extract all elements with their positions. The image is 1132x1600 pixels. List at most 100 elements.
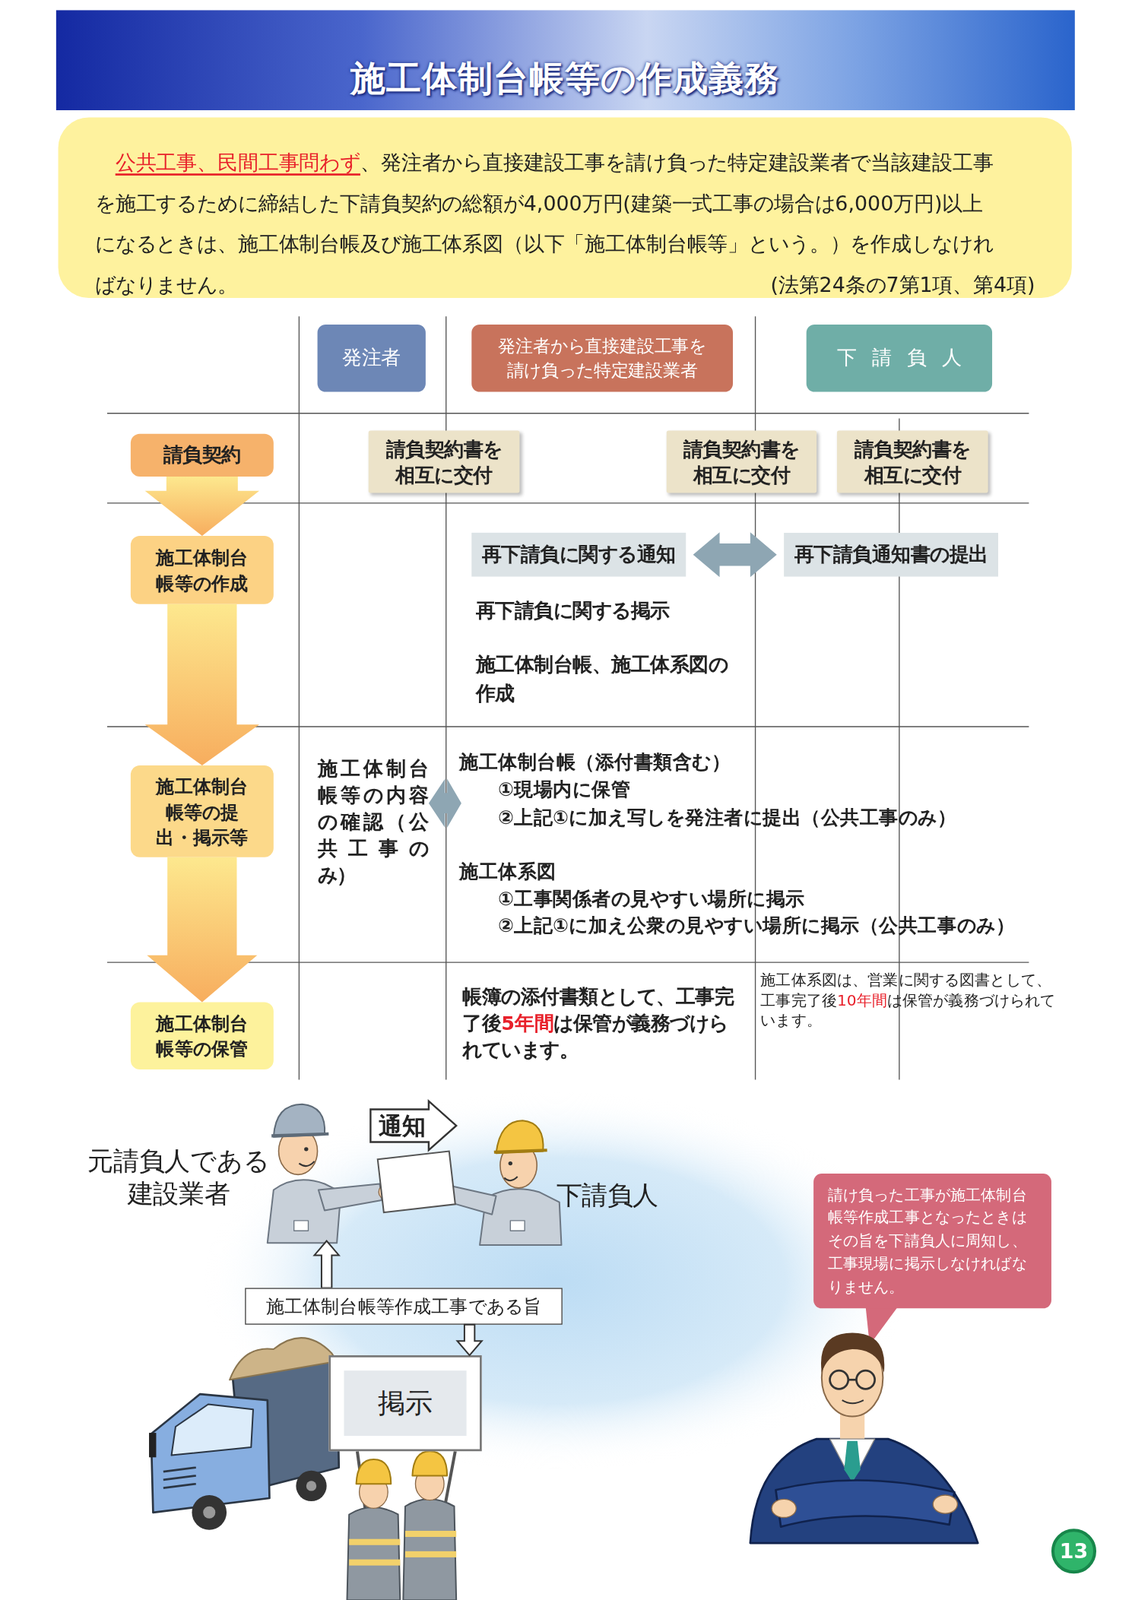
advisor-figure-part bbox=[843, 1441, 860, 1483]
subcontractor-figure-part bbox=[496, 1120, 544, 1154]
label-text: 再下請負に関する掲示 bbox=[475, 598, 744, 625]
flow-arrow bbox=[693, 532, 777, 578]
sign-carriers-part bbox=[412, 1451, 448, 1476]
column-header: 発注者から直接建設工事を請け負った特定建設業者 bbox=[471, 324, 733, 393]
dump-truck-part bbox=[163, 1475, 197, 1480]
notice-arrow: 通知 bbox=[369, 1100, 457, 1152]
contractor-figure-part bbox=[318, 1183, 382, 1211]
advisor-figure-part bbox=[842, 1400, 864, 1404]
sign-carriers-part bbox=[348, 1560, 400, 1567]
node-text: 再下請負通知書の提出 bbox=[794, 541, 989, 568]
node-text: 掲示 bbox=[343, 1370, 467, 1437]
node-text: 13 bbox=[1059, 1539, 1088, 1564]
table-grid-part bbox=[298, 316, 300, 1080]
label-text: ②上記①に加え写しを発注者に提出（公共工事のみ） bbox=[497, 804, 957, 831]
table-grid-part bbox=[107, 502, 1029, 504]
column-header: 発注者 bbox=[317, 324, 426, 393]
node-text: 請負契約書を相互に交付 bbox=[851, 436, 974, 488]
table-grid bbox=[107, 316, 1029, 1080]
title-band: 施工体制台帳等の作成義務 bbox=[56, 9, 1075, 111]
sign-carriers-part bbox=[402, 1499, 457, 1600]
table-grid-part bbox=[107, 961, 1029, 963]
dump-truck-part bbox=[202, 1506, 216, 1519]
label-text: ①現場内に保管 bbox=[497, 776, 631, 803]
node-text: 発注者から直接建設工事を請け負った特定建設業者 bbox=[494, 333, 710, 383]
sign-carriers-part bbox=[405, 1551, 457, 1558]
step-box: 施工体制台帳等の作成 bbox=[130, 535, 274, 605]
node-text: 公共工事、民間工事問わず bbox=[115, 149, 361, 175]
subcontractor-figure-part bbox=[494, 1150, 548, 1153]
note-paragraph: 帳簿の添付書類として、工事完了後5年間は保管が義務づけられています。 bbox=[462, 982, 742, 1063]
label-text: 施工体制台帳等の内容の確認（公共工事のみ） bbox=[317, 755, 429, 889]
contractor-figure-part bbox=[304, 1147, 308, 1152]
dump-truck-part bbox=[163, 1483, 197, 1488]
dump-truck bbox=[149, 1338, 340, 1531]
node-text: 施工体制台帳等の作成 bbox=[151, 544, 254, 596]
advisor-figure bbox=[750, 1306, 978, 1544]
label-text: 施工体制台帳（添付書類含む） bbox=[459, 749, 731, 776]
contractor-figure-part bbox=[273, 1104, 325, 1138]
subcontractor-figure-part bbox=[510, 1220, 525, 1231]
advisor-figure-part bbox=[750, 1439, 978, 1544]
up-arrow-part bbox=[314, 1241, 340, 1289]
label-text: 元請負人である建設業者 bbox=[81, 1144, 276, 1211]
step-box: 請負契約 bbox=[130, 434, 274, 477]
subcontractor-figure-part bbox=[449, 1185, 497, 1215]
advisor-figure-part bbox=[821, 1333, 885, 1373]
subcontractor-figure bbox=[438, 1120, 562, 1246]
emphasis-text: 10年間 bbox=[837, 991, 888, 1010]
contract-box: 請負契約書を相互に交付 bbox=[666, 431, 817, 494]
flow-arrow bbox=[457, 1325, 482, 1356]
emphasis-text: 5年間 bbox=[500, 1011, 554, 1035]
contract-box: 請負契約書を相互に交付 bbox=[368, 431, 521, 494]
dump-truck-part bbox=[191, 1495, 227, 1531]
node-text: (法第24条の7第1項、第4項) bbox=[770, 264, 1035, 306]
flow-arrow bbox=[145, 476, 260, 536]
sign-carriers-part bbox=[444, 1451, 455, 1506]
intro-box: 公共工事、民間工事問わず、発注者から直接建設工事を請け負った特定建設業者で当該建… bbox=[58, 117, 1072, 299]
dump-truck-part bbox=[306, 1480, 317, 1491]
note-box: 施工体制台帳等作成工事である旨 bbox=[244, 1287, 563, 1325]
advisor-figure-part bbox=[932, 1495, 958, 1514]
label-text: ②上記①に加え公衆の見やすい場所に掲示（公共工事のみ） bbox=[497, 912, 1015, 939]
label-text: ①工事関係者の見やすい場所に掲示 bbox=[497, 885, 806, 912]
table-grid-part bbox=[107, 726, 1029, 727]
speech-bubble: 請け負った工事が施工体制台帳等作成工事となったときはその旨を下請負人に周知し、工… bbox=[813, 1173, 1052, 1309]
advisor-figure-part bbox=[848, 1379, 857, 1382]
contractor-figure-part bbox=[298, 1161, 314, 1167]
flow-arrow bbox=[146, 857, 257, 1003]
sign-carriers-part bbox=[356, 1459, 392, 1484]
subcontractor-figure-part bbox=[504, 1176, 517, 1181]
advisor-figure-part bbox=[771, 1499, 796, 1518]
subcontractor-figure-part bbox=[508, 1161, 513, 1166]
node-text: 施工体制台帳等の保管 bbox=[151, 1010, 254, 1062]
flow-arrow bbox=[145, 604, 260, 766]
contractor-figure-part bbox=[271, 1134, 329, 1137]
advisor-figure-part bbox=[830, 1370, 849, 1389]
dump-truck-part bbox=[171, 1404, 254, 1456]
node-text: 施工体制台帳等作成工事である旨 bbox=[266, 1293, 543, 1319]
page-number: 13 bbox=[1051, 1528, 1097, 1574]
node-text: 施工体制台帳等の提出・掲示等 bbox=[151, 773, 254, 850]
confirm-arrow bbox=[428, 778, 462, 828]
arrow-shape bbox=[370, 1101, 457, 1151]
advisor-figure-part bbox=[856, 1370, 875, 1389]
note-paragraph: 施工体系図は、営業に関する図書として、工事完了後10年間は保管が義務づけられてい… bbox=[760, 970, 1063, 1032]
dump-truck-part bbox=[151, 1394, 270, 1513]
sign-board: 掲示 bbox=[328, 1355, 482, 1452]
node-text: 請負契約書を相互に交付 bbox=[681, 436, 803, 488]
contract-box: 請負契約書を相互に交付 bbox=[837, 431, 989, 494]
sign-carriers-part bbox=[348, 1539, 400, 1546]
node-text: 再下請負に関する通知 bbox=[481, 541, 676, 568]
confirm-arrow-part bbox=[428, 778, 462, 828]
sign-carriers-part bbox=[347, 1507, 401, 1600]
node-text: 請け負った工事が施工体制台帳等作成工事となったときはその旨を下請負人に周知し、工… bbox=[827, 1183, 1040, 1299]
dump-truck-part bbox=[295, 1471, 327, 1502]
dump-truck-part bbox=[163, 1468, 197, 1472]
document-paper-part bbox=[377, 1151, 456, 1214]
document-paper bbox=[377, 1151, 456, 1214]
table-grid-part bbox=[107, 412, 1029, 414]
up-arrow bbox=[314, 1241, 340, 1289]
